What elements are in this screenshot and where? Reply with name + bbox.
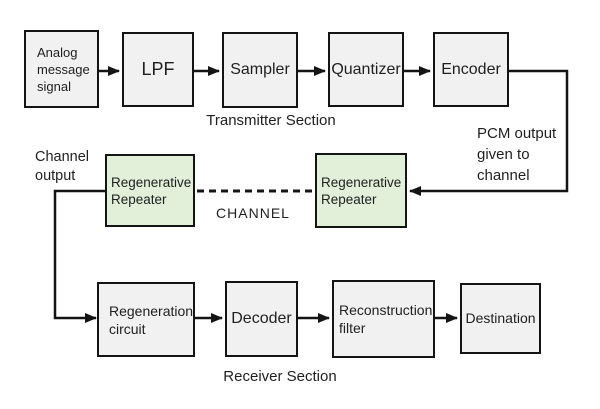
block-quantizer: Quantizer [328,32,404,107]
block-decoder-label: Decoder [231,310,292,327]
block-quantizer-label: Quantizer [331,60,401,78]
block-regeneration-label: Regeneration circuit [109,302,194,337]
arrow-repeater-to-regeneration [53,189,105,323]
block-lpf-label: LPF [141,59,175,80]
block-destination: Destination [460,283,541,354]
block-reconstruction-label: Reconstruction filter [339,302,433,336]
repeater-left-label: Regenerative Repeater [111,174,192,207]
receiver-section-label: Receiver Section [223,368,337,385]
transmitter-section-label: Transmitter Section [206,112,336,129]
block-decoder: Decoder [225,281,298,357]
block-regeneration-circuit: Regeneration circuit [97,282,195,357]
pcm-output-label: PCM output given to channel [477,125,557,184]
block-analog-label: Analog message signal [37,44,90,94]
block-lpf: LPF [122,32,194,107]
block-regenerative-repeater-left: Regenerative Repeater [105,154,195,227]
block-encoder-label: Encoder [441,60,501,78]
block-sampler-label: Sampler [230,61,290,78]
repeater-right-label: Regenerative Repeater [321,174,402,207]
channel-output-label: Channel output [35,149,90,184]
arrow-encoder-to-repeater [409,69,569,196]
block-regenerative-repeater-right: Regenerative Repeater [315,153,407,228]
block-encoder: Encoder [433,32,509,107]
channel-label: CHANNEL [216,205,290,221]
block-sampler: Sampler [222,32,298,108]
block-reconstruction-filter: Reconstruction filter [332,280,435,358]
block-analog-message-signal: Analog message signal [24,30,99,108]
block-destination-label: Destination [465,309,536,326]
